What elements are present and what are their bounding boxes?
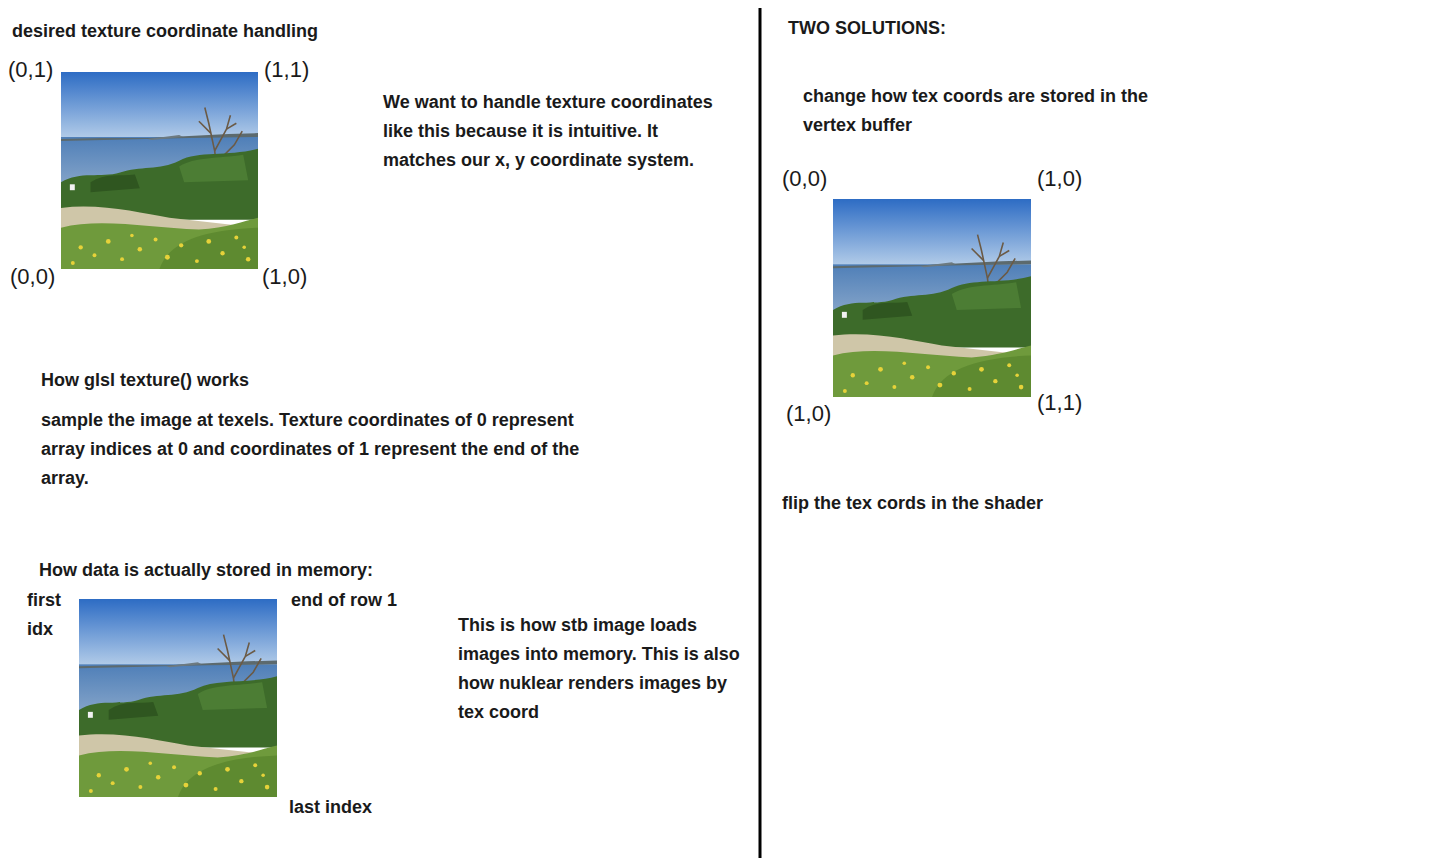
index-label: last index [289,797,372,819]
index-label: end of row 1 [291,590,397,612]
section-heading: How glsl texture() works [41,370,249,392]
coord-label: (1,1) [1037,390,1082,416]
note-text: We want to handle texture coordinates li… [383,88,728,175]
coord-label: (0,0) [10,264,55,290]
note-text: sample the image at texels. Texture coor… [41,406,601,493]
coord-label: (1,0) [786,401,831,427]
solution-text: change how tex coords are stored in the … [803,82,1183,140]
section-heading: TWO SOLUTIONS: [788,18,946,40]
divider-line [759,8,762,858]
coord-label: (1,1) [264,57,309,83]
index-label: first idx [27,586,75,644]
coord-label: (1,0) [262,264,307,290]
section-heading: How data is actually stored in memory: [39,560,373,582]
landscape-photo [61,72,258,269]
coord-label: (1,0) [1037,166,1082,192]
landscape-photo [79,599,277,797]
coord-label: (0,1) [8,57,53,83]
coord-label: (0,0) [782,166,827,192]
solution-text: flip the tex cords in the shader [782,493,1043,515]
landscape-photo [833,199,1031,397]
section-heading: desired texture coordinate handling [12,21,318,43]
note-text: This is how stb image loads images into … [458,611,750,727]
